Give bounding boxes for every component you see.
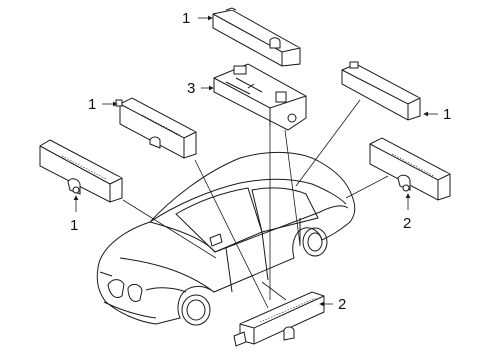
antenna-module-left — [39, 139, 123, 203]
callout-label-1-right: 1 — [443, 106, 451, 123]
vehicle-sedan — [96, 151, 356, 326]
antenna-module-right-middle — [369, 137, 451, 201]
callout-label-1-upper-left: 1 — [88, 96, 96, 113]
callout-label-1-left: 1 — [70, 217, 78, 234]
bracket-part — [213, 63, 307, 131]
antenna-module-top — [212, 7, 301, 67]
callout-label-2-bottom: 2 — [338, 296, 346, 313]
callout-label-3-bracket: 3 — [187, 80, 195, 97]
antenna-module-right — [341, 61, 421, 121]
antenna-module-bottom — [233, 291, 325, 347]
antenna-module-upper-left — [115, 97, 197, 159]
leader-lines — [122, 99, 389, 309]
callout-label-1-top: 1 — [182, 10, 190, 27]
callout-arrows — [73, 15, 438, 307]
callout-label-2-right: 2 — [403, 215, 411, 232]
